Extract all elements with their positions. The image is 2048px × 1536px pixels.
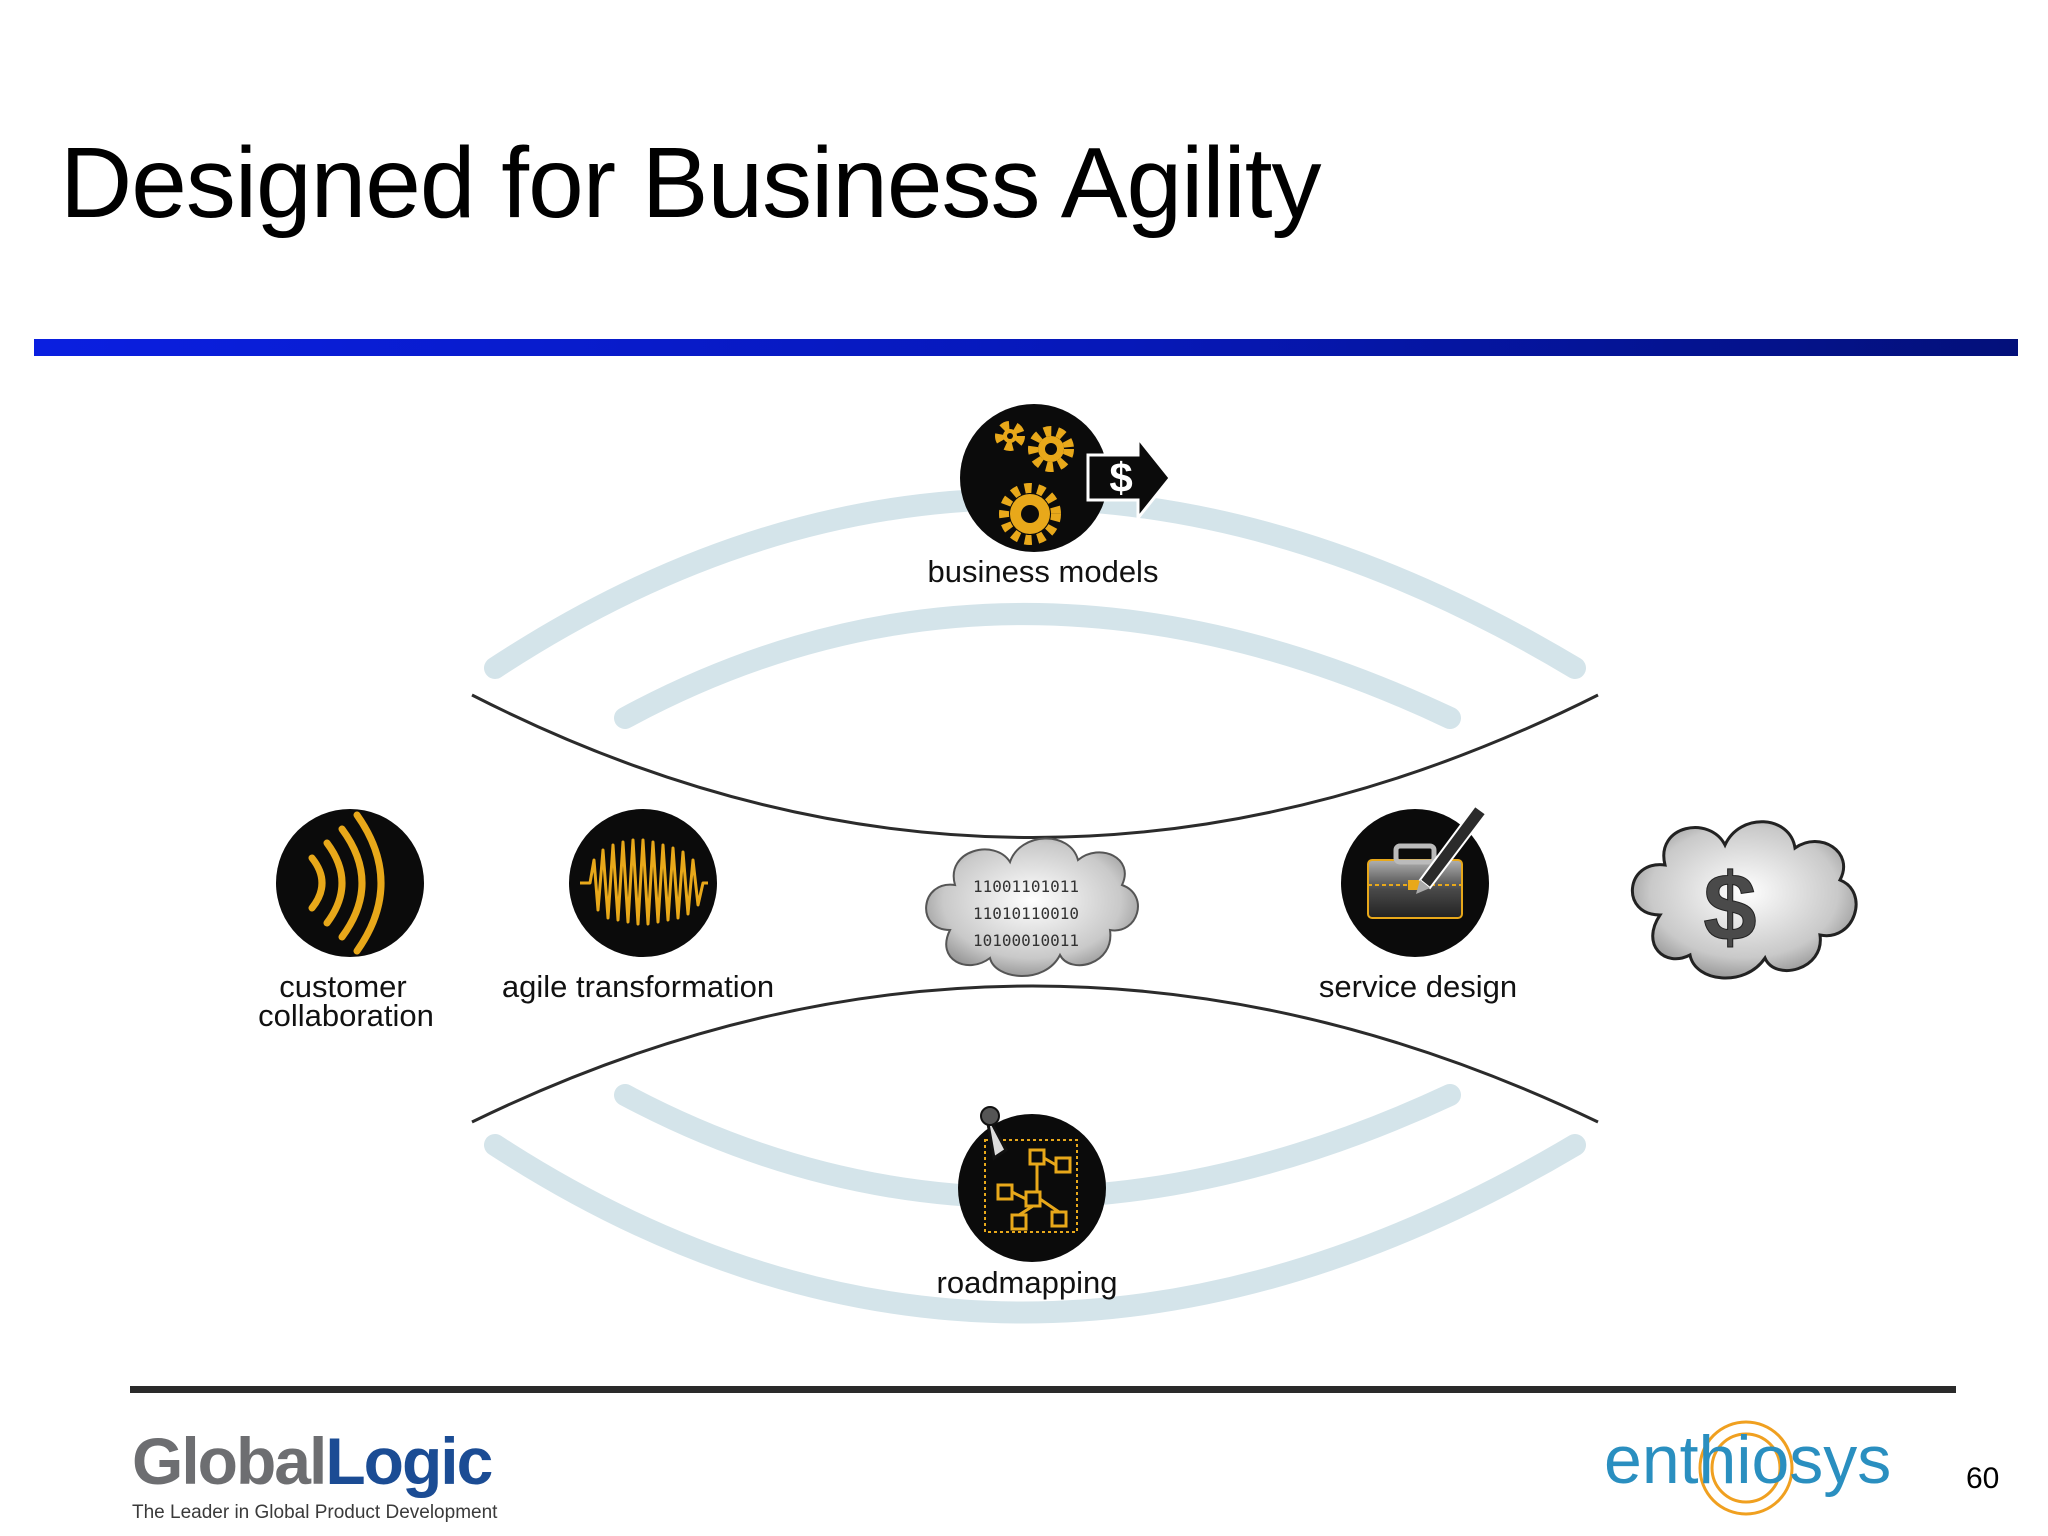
business-models-node: $ business models	[928, 404, 1172, 589]
arc-dark-top	[471, 693, 1599, 839]
data-cloud-icon	[925, 837, 1139, 977]
arc-top-inner	[614, 603, 1461, 729]
agility-diagram: $ business models customer collaboration…	[258, 404, 1858, 1324]
binary-line-2: 11010110010	[973, 904, 1079, 923]
customer-collaboration-label-line2: collaboration	[258, 998, 434, 1033]
enthiosys-ring-icon	[1698, 1420, 1794, 1516]
binary-line-1: 11001101011	[973, 877, 1079, 896]
arc-dark-bottom	[471, 984, 1599, 1124]
binary-cloud-node: 11001101011 11010110010 10100010011	[925, 837, 1139, 977]
money-dollar-sign: $	[1703, 854, 1756, 961]
globallogic-tagline: The Leader in Global Product Development	[132, 1502, 498, 1523]
business-models-label: business models	[928, 554, 1159, 589]
agile-transformation-label: agile transformation	[502, 969, 774, 1004]
agile-transformation-node: agile transformation	[502, 809, 774, 1004]
roadmapping-node: roadmapping	[937, 1106, 1118, 1300]
money-cloud-node: $	[1631, 820, 1858, 980]
customer-collaboration-label-line1: customer	[279, 969, 406, 1004]
customer-collaboration-node: customer collaboration	[258, 809, 434, 1033]
gears-dollar-icon: $	[960, 404, 1172, 552]
service-design-node: service design	[1319, 804, 1517, 1004]
title-divider	[34, 339, 2018, 356]
briefcase-pen-icon	[1341, 804, 1489, 957]
globallogic-wordmark: GlobalLogic	[132, 1428, 497, 1494]
binary-line-3: 10100010011	[973, 931, 1079, 950]
slide-title: Designed for Business Agility	[60, 127, 1322, 239]
inner-arcs	[471, 693, 1599, 1124]
globallogic-word-global: Global	[132, 1424, 327, 1498]
enthiosys-wordmark: enthiosys	[1604, 1422, 1892, 1498]
globallogic-word-logic: Logic	[325, 1424, 493, 1498]
footer-divider	[130, 1386, 1956, 1393]
signal-waves-icon	[276, 809, 424, 957]
globallogic-logo: GlobalLogic The Leader in Global Product…	[132, 1428, 497, 1524]
roadmap-pin-icon	[958, 1106, 1106, 1262]
roadmapping-label: roadmapping	[937, 1265, 1118, 1300]
enthiosys-logo: enthiosys	[1604, 1418, 1891, 1518]
arc-bottom-outer	[484, 1134, 1586, 1324]
dollar-sign: $	[1109, 454, 1132, 501]
service-design-label: service design	[1319, 969, 1517, 1004]
money-cloud-icon	[1631, 820, 1858, 980]
waveform-icon	[569, 809, 717, 957]
page-number: 60	[1966, 1462, 2000, 1495]
